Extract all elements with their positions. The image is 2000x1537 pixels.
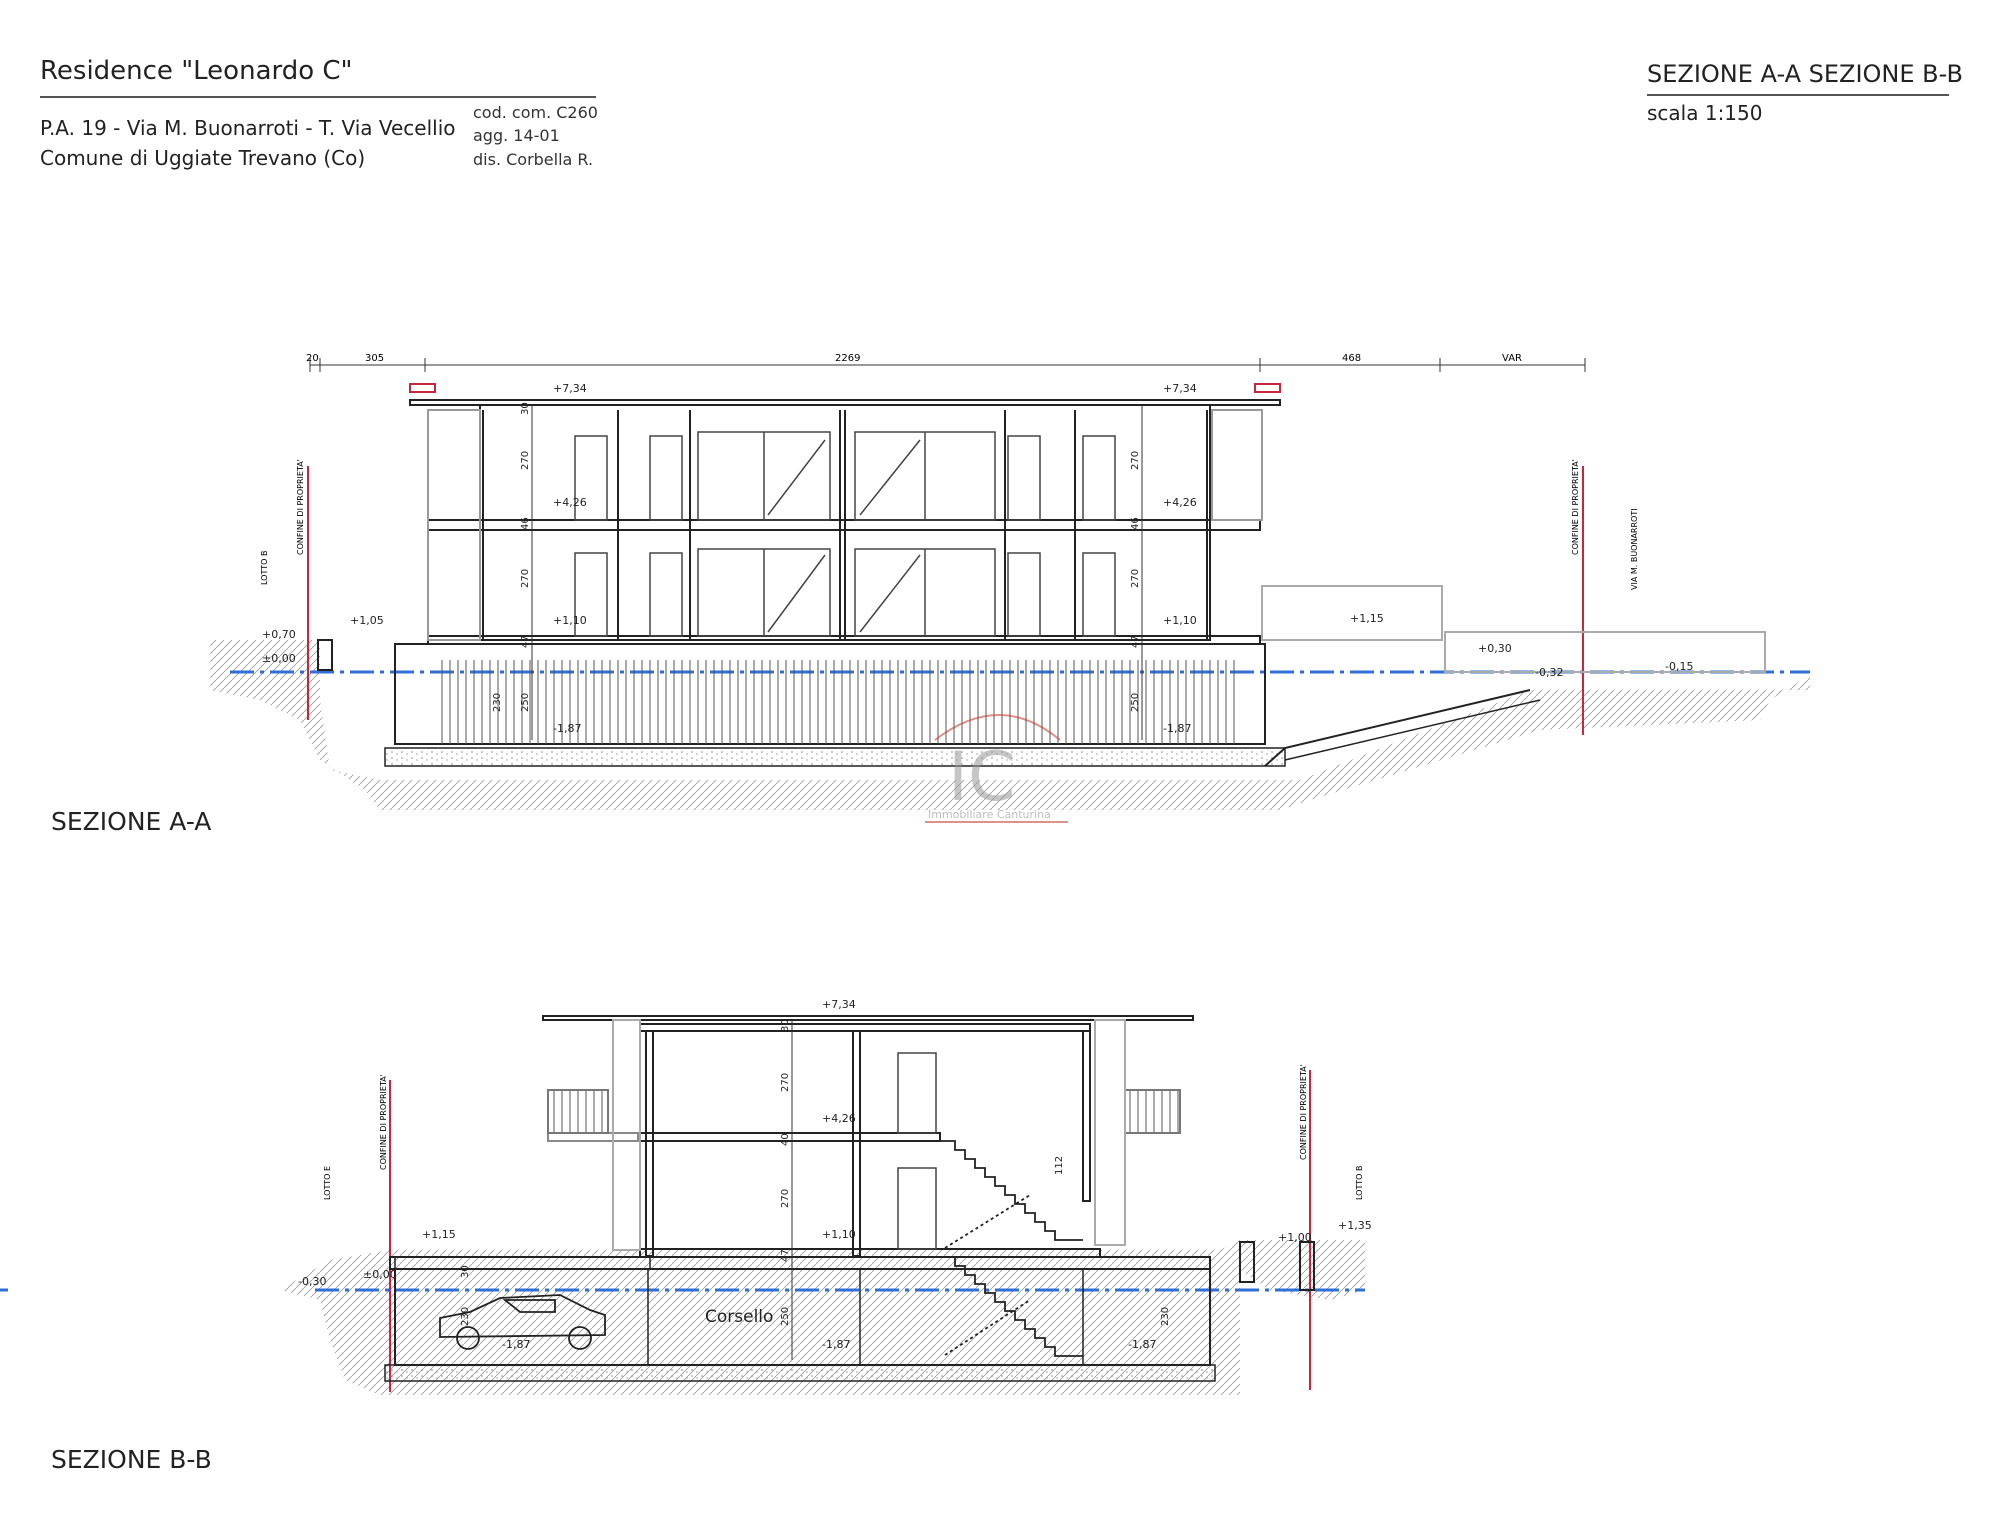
section-a-label: SEZIONE A-A	[51, 807, 212, 836]
municipal-code: cod. com. C260	[473, 103, 598, 122]
slab-a-low-left: 47	[520, 635, 531, 648]
level-b-ext-left: +1,15	[422, 1228, 456, 1241]
level-b-ext-left-b: ±0,00	[363, 1268, 397, 1281]
windows-a	[574, 431, 1116, 637]
base-b-height: 250	[780, 1307, 791, 1326]
slab-b-1: 40	[780, 1133, 791, 1146]
height-b-mid: 270	[780, 1189, 791, 1208]
project-title: Residence "Leonardo C"	[40, 56, 353, 86]
boundary-label-b-right: CONFINE DI PROPRIETA'	[1299, 1064, 1308, 1160]
building-a-frame	[409, 383, 1766, 673]
level-a-first-right: +4,26	[1163, 496, 1197, 509]
lot-label-a-left: LOTTO B	[260, 551, 269, 585]
boundary-label-a-left: CONFINE DI PROPRIETA'	[296, 459, 305, 555]
dim-a-1: 20	[306, 353, 319, 364]
base-b-height-right: 230	[1160, 1307, 1171, 1326]
level-a-ext-left-high: +1,05	[350, 614, 384, 627]
level-b-roof: +7,34	[822, 998, 856, 1011]
car-icon	[439, 1294, 606, 1350]
drawn-by: dis. Corbella R.	[473, 150, 594, 169]
doors-b	[897, 1052, 937, 1250]
level-b-base-left: -1,87	[502, 1338, 530, 1351]
height-b-top: 270	[780, 1073, 791, 1092]
boundary-label-a-right: CONFINE DI PROPRIETA'	[1571, 459, 1580, 555]
slab-a-low-right: 47	[1130, 635, 1141, 648]
lot-label-b-left: LOTTO E	[323, 1166, 332, 1200]
level-a-ext-left-b: ±0,00	[262, 652, 296, 665]
section-b-label: SEZIONE B-B	[51, 1445, 212, 1474]
level-a-ground-left: +1,10	[553, 614, 587, 627]
dim-a-3: 2269	[835, 353, 860, 364]
watermark-name: Immobiliare Canturina	[928, 808, 1051, 821]
height-a-mid-left: 270	[520, 569, 531, 588]
dim-a-4: 468	[1342, 353, 1361, 364]
street-label-a: VIA M. BUONARROTI	[1630, 508, 1639, 590]
level-b-ext-left-c: -0,30	[298, 1275, 326, 1288]
dim-a-5: VAR	[1502, 353, 1522, 364]
dim-a-2: 305	[365, 353, 384, 364]
slab-a-top-left: 30	[520, 402, 531, 415]
slab-b-3: 30	[460, 1265, 471, 1278]
level-b-ground: +1,10	[822, 1228, 856, 1241]
level-a-street: -0,15	[1665, 660, 1693, 673]
level-a-base-right: -1,87	[1163, 722, 1191, 735]
update-code: agg. 14-01	[473, 126, 560, 145]
level-b-ext-right-a: +1,00	[1278, 1231, 1312, 1244]
level-a-ext-left-a: +0,70	[262, 628, 296, 641]
terrain-a	[210, 640, 1810, 810]
sheet-title: SEZIONE A-A SEZIONE B-B	[1647, 60, 1963, 88]
watermark-initials: IC	[948, 738, 1016, 817]
level-a-base-left: -1,87	[553, 722, 581, 735]
level-b-base-right: -1,87	[1128, 1338, 1156, 1351]
terrain-b	[280, 1240, 1365, 1395]
section-a-drawing: 20 305 2269 468 VAR CONFINE DI PROPRIETA…	[210, 353, 1810, 810]
level-b-first: +4,26	[822, 1112, 856, 1125]
retaining-wall-b-2	[1299, 1241, 1315, 1291]
level-a-ground-right: +1,10	[1163, 614, 1197, 627]
slab-b-top: 30	[780, 1019, 791, 1032]
scale-label: scala 1:150	[1647, 101, 1763, 125]
retaining-wall-a	[317, 639, 333, 671]
lot-label-b-right: LOTTO B	[1355, 1166, 1364, 1200]
address-line-2: Comune di Uggiate Trevano (Co)	[40, 146, 366, 170]
corridor-label: Corsello	[705, 1307, 773, 1327]
level-a-roof-left: +7,34	[553, 382, 587, 395]
height-a-top-right: 270	[1130, 451, 1141, 470]
level-b-ext-right-b: +1,35	[1338, 1219, 1372, 1232]
boundary-label-b-left: CONFINE DI PROPRIETA'	[379, 1074, 388, 1170]
level-a-first-left: +4,26	[553, 496, 587, 509]
base-a-height-3: 250	[1130, 693, 1141, 712]
slab-b-2: 47	[780, 1249, 791, 1262]
watermark-logo: IC Immobiliare Canturina	[925, 714, 1068, 823]
header-rule-left	[40, 96, 596, 98]
retaining-wall-b-1	[1239, 1241, 1255, 1283]
level-a-ramp-top: +0,30	[1478, 642, 1512, 655]
height-a-top-left: 270	[520, 451, 531, 470]
header-rule-right	[1647, 94, 1949, 96]
base-a-height-1: 230	[492, 693, 503, 712]
section-b-drawing: CONFINE DI PROPRIETA' LOTTO E CONFINE DI…	[0, 998, 1372, 1395]
height-a-mid-right: 270	[1130, 569, 1141, 588]
stairs-b	[940, 1140, 1083, 1357]
basement-a	[384, 643, 1541, 767]
address-line-1: P.A. 19 - Via M. Buonarroti - T. Via Vec…	[40, 116, 456, 140]
base-b-height-left: 230	[460, 1307, 471, 1326]
level-a-garden-right: +1,15	[1350, 612, 1384, 625]
building-b-frame	[389, 1015, 1211, 1270]
dimension-chain-a	[309, 358, 1586, 372]
stair-b-height: 112	[1054, 1156, 1065, 1175]
level-a-ramp-low: -0,32	[1535, 666, 1563, 679]
level-b-base-mid: -1,87	[822, 1338, 850, 1351]
slab-a-mid-left: 46	[520, 517, 531, 530]
basement-b	[384, 1241, 1315, 1382]
base-a-height-2: 250	[520, 693, 531, 712]
slab-a-mid-right: 46	[1130, 517, 1141, 530]
level-a-roof-right: +7,34	[1163, 382, 1197, 395]
